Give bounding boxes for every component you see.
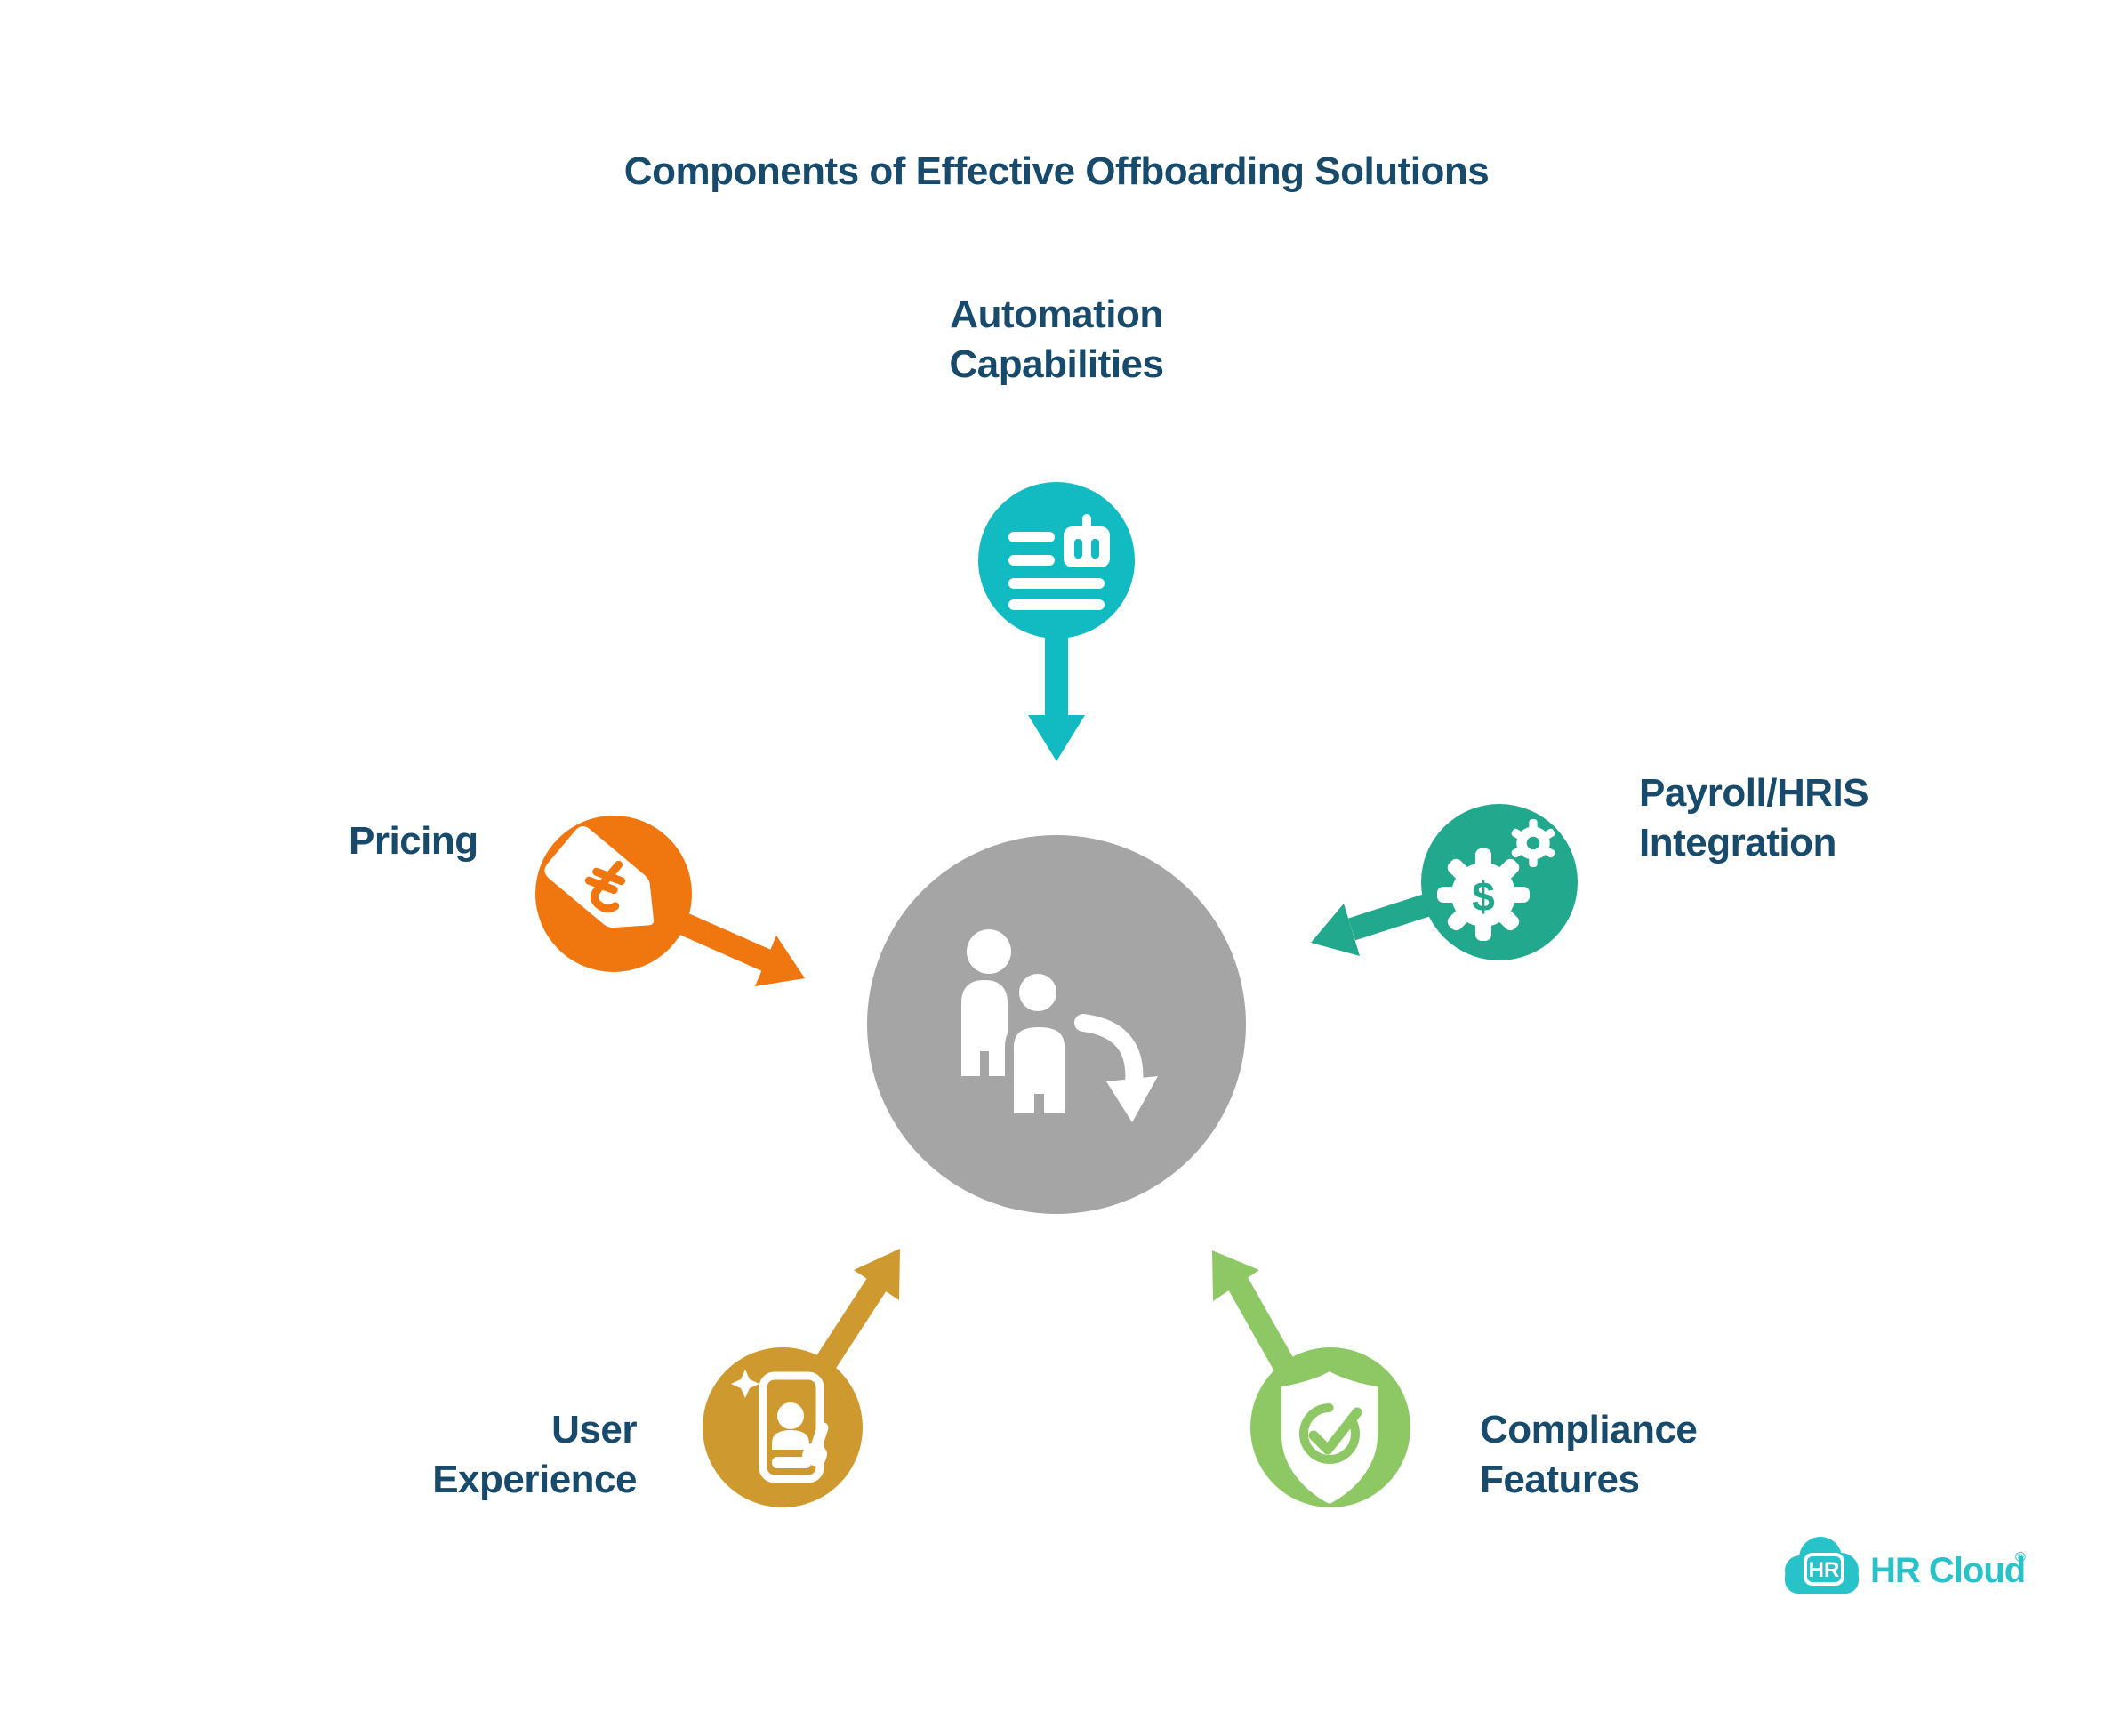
dollar-glyph: $: [1472, 873, 1495, 920]
user-experience-node: [703, 1249, 900, 1507]
compliance-label-line1: Compliance: [1480, 1408, 1698, 1451]
pricing-node: [535, 816, 805, 986]
user-experience-label-line2: Experience: [432, 1458, 637, 1501]
logo-badge-text: HR: [1809, 1558, 1840, 1582]
payroll-label-line1: Payroll/HRIS: [1639, 771, 1869, 815]
user-experience-arrow: [815, 1249, 900, 1370]
payroll-label-line2: Integration: [1639, 821, 1836, 864]
compliance-label-line2: Features: [1480, 1458, 1640, 1501]
automation-document-robot-icon: [1008, 514, 1110, 610]
hrcloud-logo: HR HR Cloud ®: [1785, 1537, 2026, 1594]
offboarding-people-icon: [961, 929, 1158, 1122]
page-title: Components of Effective Offboarding Solu…: [623, 149, 1490, 193]
automation-label: Automation Capabilities: [950, 290, 1164, 390]
user-experience-label: User Experience: [432, 1405, 637, 1505]
automation-arrow: [1028, 628, 1085, 761]
automation-node: [978, 482, 1135, 761]
payroll-arrow: [1311, 892, 1435, 956]
compliance-arrow: [1212, 1250, 1295, 1371]
compliance-node: [1212, 1250, 1410, 1507]
pricing-label-line1: Pricing: [349, 819, 478, 863]
payroll-node: $: [1311, 804, 1578, 960]
payroll-gear-dollar-icon: $: [1437, 818, 1555, 941]
automation-label-line2: Capabilities: [949, 342, 1164, 386]
user-experience-label-line1: User: [551, 1408, 637, 1451]
center-node: [867, 835, 1246, 1214]
automation-label-line1: Automation: [950, 293, 1163, 336]
payroll-label: Payroll/HRIS Integration: [1639, 768, 1869, 868]
phone-selfie-icon: [731, 1370, 829, 1483]
shield-check-icon: [1281, 1371, 1378, 1504]
registered-mark: ®: [2015, 1550, 2026, 1565]
tap-hand-icon: [802, 1422, 829, 1467]
logo-brand-text: HR Cloud: [1870, 1551, 2025, 1590]
compliance-label: Compliance Features: [1480, 1405, 1698, 1505]
pricing-arrow: [669, 909, 805, 986]
pricing-label: Pricing: [349, 816, 478, 866]
price-tag-icon: [544, 826, 655, 928]
